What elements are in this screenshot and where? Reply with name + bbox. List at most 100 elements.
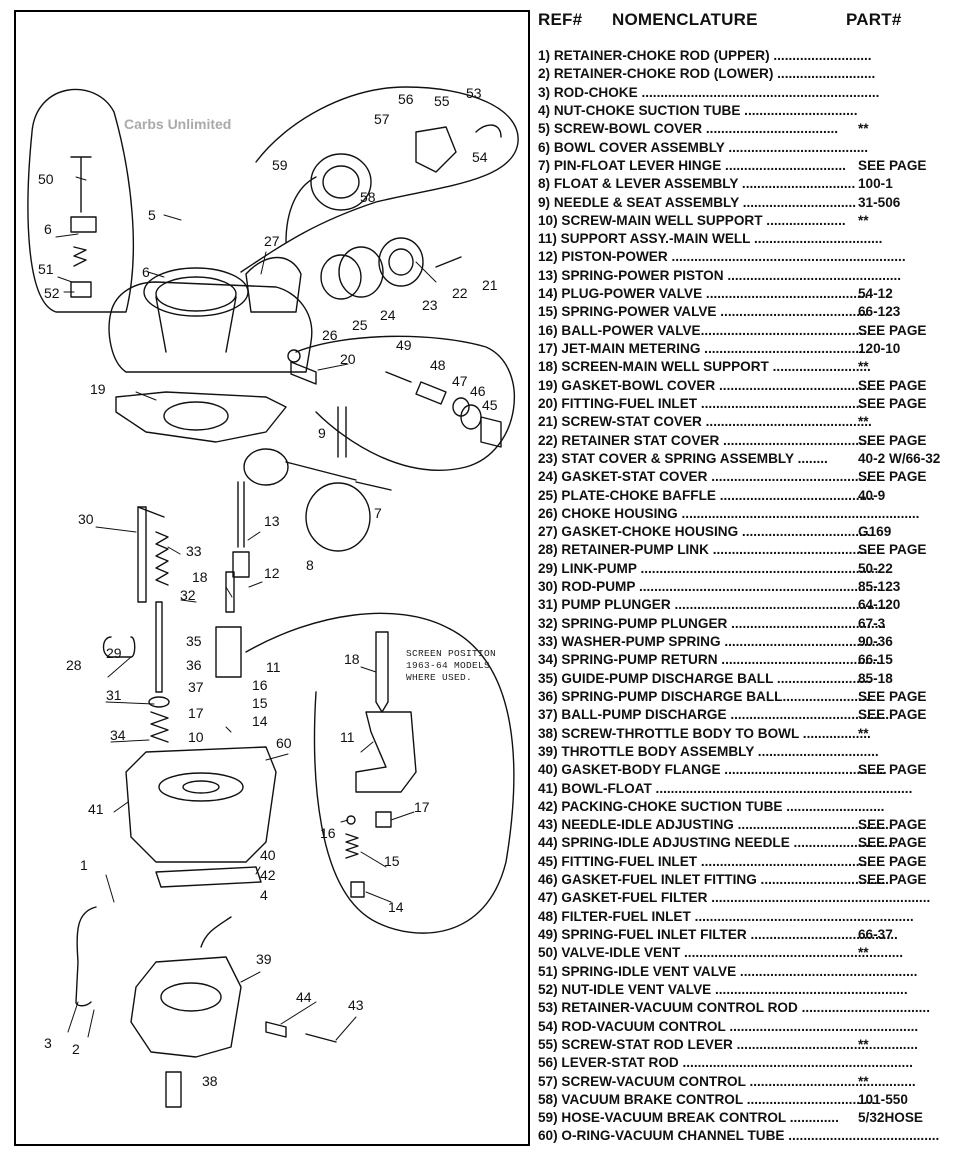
part-number: SEE PAGE [858, 835, 927, 851]
part-nomenclature: 17) JET-MAIN METERING ..................… [538, 341, 863, 356]
callout-16a: 16 [252, 677, 268, 693]
callout-10: 10 [188, 729, 204, 745]
part-number: ** [858, 359, 869, 375]
callout-34: 34 [110, 727, 126, 743]
table-row: 46) GASKET-FUEL INLET FITTING ..........… [538, 871, 974, 889]
table-row: 40) GASKET-BODY FLANGE .................… [538, 761, 974, 779]
callout-21: 21 [482, 277, 498, 293]
part-nomenclature: 7) PIN-FLOAT LEVER HINGE ...............… [538, 157, 846, 173]
part-nomenclature: 44) SPRING-IDLE ADJUSTING NEEDLE .......… [538, 835, 896, 851]
callout-36: 36 [186, 657, 202, 673]
callout-44: 44 [296, 989, 312, 1005]
fuel-filter-drawing [385, 371, 502, 448]
callout-15b: 15 [384, 853, 400, 869]
part-number: ** [858, 212, 869, 228]
callout-25: 25 [352, 317, 368, 333]
bowl-cover-gasket-drawing [115, 391, 287, 443]
part-nomenclature: 27) GASKET-CHOKE HOUSING ...............… [538, 524, 875, 540]
table-row: 29) LINK-PUMP ..........................… [538, 560, 974, 578]
part-nomenclature: 59) HOSE-VACUUM BREAK CONTROL ..........… [538, 1110, 839, 1126]
screen-position-inset-outline [245, 612, 515, 934]
callout-58: 58 [360, 189, 376, 205]
table-row: 20) FITTING-FUEL INLET .................… [538, 395, 974, 413]
float-bowl-drawing [125, 746, 277, 863]
part-nomenclature: 35) GUIDE-PUMP DISCHARGE BALL ..........… [538, 670, 872, 686]
table-row: 17) JET-MAIN METERING ..................… [538, 340, 974, 358]
callout-18a: 18 [192, 569, 208, 585]
callout-9: 9 [318, 425, 326, 441]
table-row: 51) SPRING-IDLE VENT VALVE .............… [538, 963, 974, 981]
callout-16b: 16 [320, 825, 336, 841]
callout-57: 57 [374, 111, 390, 127]
table-row: 50) VALVE-IDLE VENT ....................… [538, 944, 974, 962]
table-row: 7) PIN-FLOAT LEVER HINGE ...............… [538, 157, 974, 175]
part-nomenclature: 20) FITTING-FUEL INLET .................… [538, 395, 864, 411]
callout-54: 54 [472, 149, 488, 165]
part-nomenclature: 41) BOWL-FLOAT .........................… [538, 780, 913, 796]
table-row: 11) SUPPORT ASSY.-MAIN WELL ............… [538, 230, 974, 248]
callout-19: 19 [90, 381, 106, 397]
callout-5: 5 [148, 207, 156, 223]
callout-24: 24 [380, 307, 396, 323]
table-row: 18) SCREEN-MAIN WELL SUPPORT ...........… [538, 358, 974, 376]
callout-15a: 15 [252, 695, 268, 711]
table-row: 4) NUT-CHOKE SUCTION TUBE ..............… [538, 102, 974, 120]
part-nomenclature: 55) SCREW-STAT ROD LEVER ...............… [538, 1036, 918, 1052]
callout-8: 8 [306, 557, 314, 573]
callout-33: 33 [186, 543, 202, 559]
parts-list: 1) RETAINER-CHOKE ROD (UPPER) ..........… [538, 47, 974, 1146]
table-row: 55) SCREW-STAT ROD LEVER ...............… [538, 1036, 974, 1054]
part-nomenclature: 49) SPRING-FUEL INLET FILTER ...........… [538, 927, 898, 942]
part-nomenclature: 30) ROD-PUMP ...........................… [538, 579, 881, 595]
table-row: 30) ROD-PUMP ...........................… [538, 578, 974, 596]
part-number: 85-18 [858, 670, 893, 686]
part-number: SEE PAGE [858, 377, 927, 393]
part-number: 31-506 [858, 194, 901, 210]
part-number: 5/32HOSE [858, 1110, 923, 1126]
table-row: 14) PLUG-POWER VALVE ...................… [538, 285, 974, 303]
choke-rod-drawing [75, 906, 97, 1007]
part-number: 50-22 [858, 560, 893, 576]
table-row: 52) NUT-IDLE VENT VALVE ................… [538, 981, 974, 999]
callout-13: 13 [264, 513, 280, 529]
table-row: 44) SPRING-IDLE ADJUSTING NEEDLE .......… [538, 834, 974, 852]
part-nomenclature: 48) FILTER-FUEL INLET ..................… [538, 908, 914, 924]
callout-39: 39 [256, 951, 272, 967]
callout-43: 43 [348, 997, 364, 1013]
table-row: 2) RETAINER-CHOKE ROD (LOWER) ..........… [538, 65, 974, 83]
nomenclature-column-header: NOMENCLATURE [612, 10, 758, 29]
part-number: 66-37 [858, 927, 893, 942]
table-row: 10) SCREW-MAIN WELL SUPPORT ............… [538, 212, 974, 230]
callout-42: 42 [260, 867, 276, 883]
table-row: 56) LEVER-STAT ROD .....................… [538, 1054, 974, 1072]
part-number: ** [858, 1073, 869, 1089]
part-nomenclature: 23) STAT COVER & SPRING ASSEMBLY .......… [538, 450, 828, 466]
part-number: SEE PAGE [858, 707, 927, 723]
main-well-support-inset-drawing [345, 631, 417, 898]
part-number: ** [858, 945, 869, 961]
part-number: SEE PAGE [858, 872, 927, 888]
table-row: 25) PLATE-CHOKE BAFFLE .................… [538, 487, 974, 505]
part-nomenclature: 36) SPRING-PUMP DISCHARGE BALL..........… [538, 688, 874, 704]
callout-60: 60 [276, 735, 292, 751]
part-number: 85-123 [858, 579, 901, 595]
part-nomenclature: 54) ROD-VACUUM CONTROL .................… [538, 1018, 919, 1034]
bowl-cover-drawing [108, 257, 313, 373]
part-nomenclature: 11) SUPPORT ASSY.-MAIN WELL ............… [538, 231, 883, 247]
table-row: 37) BALL-PUMP DISCHARGE ................… [538, 706, 974, 724]
part-number: SEE PAGE [858, 395, 927, 411]
callout-4: 4 [260, 887, 268, 903]
callout-12: 12 [264, 565, 280, 581]
part-nomenclature: 34) SPRING-PUMP RETURN .................… [538, 652, 884, 668]
part-number: SEE PAGE [858, 469, 927, 485]
callout-6b: 6 [142, 264, 150, 280]
throttle-body-drawing [130, 916, 337, 1108]
part-nomenclature: 26) CHOKE HOUSING ......................… [538, 505, 920, 521]
part-nomenclature: 1) RETAINER-CHOKE ROD (UPPER) ..........… [538, 48, 872, 63]
part-number: 66-123 [858, 304, 901, 320]
table-row: 54) ROD-VACUUM CONTROL .................… [538, 1018, 974, 1036]
part-nomenclature: 42) PACKING-CHOKE SUCTION TUBE .........… [538, 798, 885, 814]
part-number: 100-1 [858, 176, 893, 192]
part-nomenclature: 38) SCREW-THROTTLE BODY TO BOWL ........… [538, 725, 871, 741]
part-nomenclature: 32) SPRING-PUMP PLUNGER ................… [538, 615, 886, 631]
